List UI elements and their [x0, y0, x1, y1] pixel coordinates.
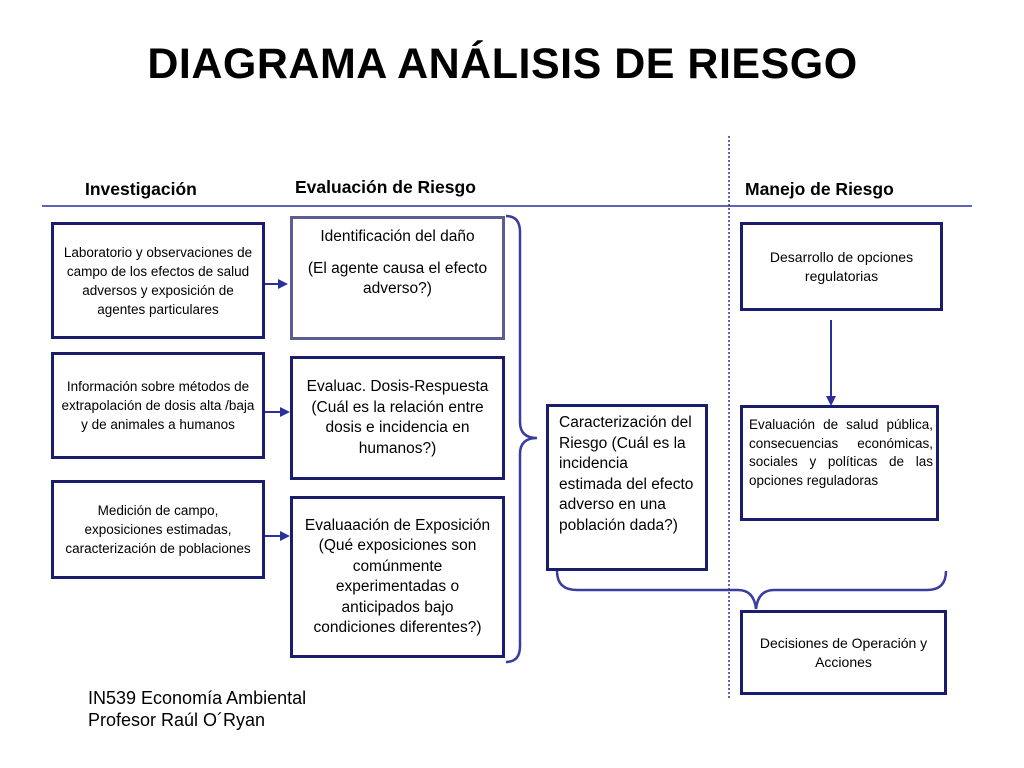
regulatory-options-box: Desarrollo de opciones regulatorias [740, 222, 943, 311]
public-health-evaluation-box: Evaluación de salud pública, consecuenci… [740, 405, 939, 521]
hazard-identification-question: (El agente causa el efecto adverso?) [307, 259, 488, 298]
investigation-heading: Investigación [85, 179, 197, 199]
evaluation-brace [505, 214, 538, 664]
investigation-measurement-box: Medición de campo, exposiciones estimada… [51, 480, 265, 579]
exposure-assessment-box: Evaluaación de Exposición (Qué exposicio… [290, 496, 505, 658]
decisions-box: Decisiones de Operación y Acciones [740, 610, 947, 695]
dose-response-text: Evaluac. Dosis-Respuesta (Cuál es la rel… [306, 378, 489, 457]
risk-characterization-box: Caracterización del Riesgo (Cuál es la i… [546, 404, 708, 571]
risk-characterization-text: Caracterización del Riesgo (Cuál es la i… [559, 414, 694, 534]
evaluation-heading: Evaluación de Riesgo [295, 177, 476, 197]
investigation-measurement-text: Medición de campo, exposiciones estimada… [65, 503, 251, 556]
footer: IN539 Economía Ambiental Profesor Raúl O… [88, 687, 306, 731]
page-title: DIAGRAMA ANÁLISIS DE RIESGO [147, 40, 858, 88]
dose-response-box: Evaluac. Dosis-Respuesta (Cuál es la rel… [290, 356, 505, 480]
decision-brace [555, 570, 948, 610]
investigation-methods-text: Información sobre métodos de extrapolaci… [61, 379, 255, 432]
hazard-identification-title: Identificación del daño [320, 228, 475, 245]
investigation-methods-box: Información sobre métodos de extrapolaci… [51, 352, 265, 459]
management-heading: Manejo de Riesgo [745, 179, 894, 199]
regulatory-options-text: Desarrollo de opciones regulatorias [769, 248, 914, 284]
investigation-lab-box: Laboratorio y observaciones de campo de … [51, 222, 265, 339]
investigation-lab-text: Laboratorio y observaciones de campo de … [63, 244, 253, 317]
public-health-evaluation-text: Evaluación de salud pública, consecuenci… [749, 417, 933, 488]
footer-professor: Profesor Raúl O´Ryan [88, 710, 266, 730]
decisions-text: Decisiones de Operación y Acciones [759, 634, 928, 670]
footer-course: IN539 Economía Ambiental [88, 688, 307, 708]
exposure-assessment-text: Evaluaación de Exposición (Qué exposicio… [304, 516, 491, 637]
hazard-identification-box: Identificación del daño (El agente causa… [290, 216, 505, 340]
